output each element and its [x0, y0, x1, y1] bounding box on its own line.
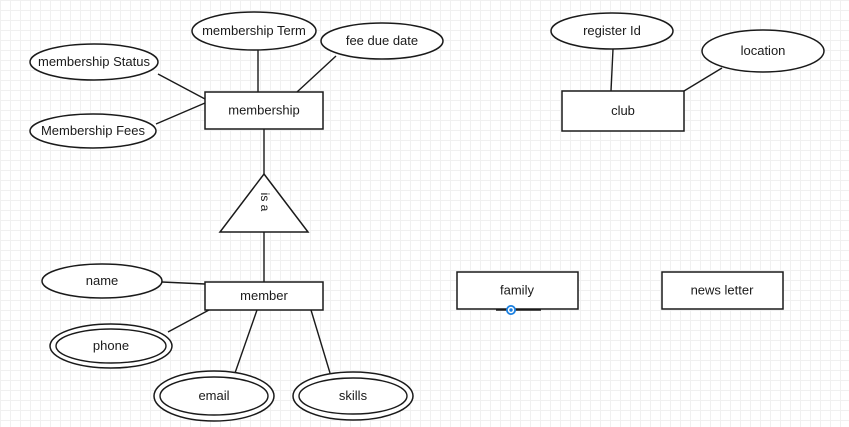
attribute-register-id[interactable]: register Id — [550, 12, 674, 50]
attribute-ellipse[interactable] — [701, 29, 825, 73]
attribute-ellipse[interactable] — [191, 11, 317, 51]
attribute-ellipse[interactable] — [29, 43, 159, 81]
attribute-email[interactable]: email — [153, 370, 275, 422]
attribute-ellipse-outer[interactable] — [153, 370, 275, 422]
attribute-location[interactable]: location — [701, 29, 825, 73]
isa-triangle[interactable] — [218, 172, 310, 233]
entity-rect[interactable] — [456, 271, 579, 310]
attribute-ellipse-inner — [159, 376, 269, 416]
attribute-ellipse[interactable] — [320, 22, 444, 60]
attribute-ellipse[interactable] — [41, 263, 163, 299]
connection-lines — [155, 48, 723, 374]
attribute-ellipse[interactable] — [550, 12, 674, 50]
connector-phone-to-member[interactable] — [167, 309, 210, 333]
connector-skills-to-member[interactable] — [310, 309, 331, 374]
attribute-name[interactable]: name — [41, 263, 163, 299]
attribute-skills[interactable]: skills — [292, 371, 414, 421]
connector-membership-status-to-membership[interactable] — [157, 73, 206, 100]
attribute-ellipse-inner — [55, 328, 167, 364]
entity-rect[interactable] — [661, 271, 784, 310]
connector-membership-fees-to-membership[interactable] — [155, 102, 206, 125]
connector-fee-due-date-to-membership[interactable] — [296, 55, 337, 93]
attribute-membership-fees[interactable]: Membership Fees — [29, 113, 157, 149]
entity-membership[interactable]: membership — [204, 91, 324, 130]
attribute-membership-status[interactable]: membership Status — [29, 43, 159, 81]
entity-member[interactable]: member — [204, 281, 324, 311]
attribute-membership-term[interactable]: membership Term — [191, 11, 317, 51]
relationship-is-a[interactable]: is a — [218, 172, 310, 233]
entity-rect[interactable] — [561, 90, 685, 132]
anchor-core-dot — [509, 308, 513, 312]
attribute-ellipse-outer[interactable] — [292, 371, 414, 421]
connection-anchor-handle[interactable] — [506, 305, 516, 315]
connector-location-to-club[interactable] — [683, 67, 723, 92]
attribute-phone[interactable]: phone — [49, 323, 173, 369]
entity-rect[interactable] — [204, 91, 324, 130]
entity-rect[interactable] — [204, 281, 324, 311]
attribute-ellipse-outer[interactable] — [49, 323, 173, 369]
entity-club[interactable]: club — [561, 90, 685, 132]
connector-register-id-to-club[interactable] — [610, 48, 614, 92]
connector-email-to-member[interactable] — [234, 309, 258, 374]
entity-news-letter[interactable]: news letter — [661, 271, 784, 310]
attribute-ellipse-inner — [298, 377, 408, 415]
entity-family[interactable]: family — [456, 271, 579, 310]
attribute-fee-due-date[interactable]: fee due date — [320, 22, 444, 60]
connector-name-to-member[interactable] — [161, 281, 206, 285]
attribute-ellipse[interactable] — [29, 113, 157, 149]
